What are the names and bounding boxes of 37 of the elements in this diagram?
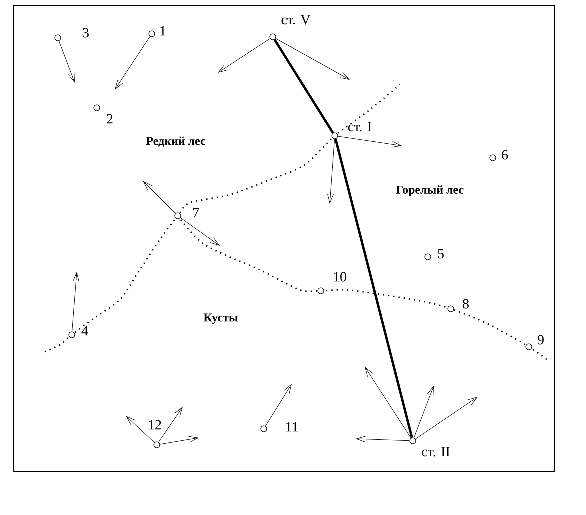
area-label: Кусты <box>204 314 238 324</box>
direction-arrow <box>414 386 434 438</box>
route-line <box>274 39 334 134</box>
point-label: ст. V <box>282 15 311 25</box>
direction-arrow <box>126 416 155 443</box>
route-line <box>334 138 414 438</box>
direction-arrow <box>58 40 75 82</box>
direction-arrow <box>180 218 220 246</box>
direction-arrow <box>338 136 402 148</box>
point-label: 2 <box>107 114 113 124</box>
point-label: 8 <box>463 299 469 309</box>
area-label: Горелый лес <box>396 186 464 196</box>
point-label: 10 <box>334 272 346 282</box>
point-label: ст. I <box>348 122 372 132</box>
direction-arrow <box>356 436 410 443</box>
direction-arrow <box>218 38 270 73</box>
direction-arrow <box>327 139 335 204</box>
point-label: ст. II <box>422 447 450 457</box>
direction-arrow <box>158 407 183 443</box>
point-label: 3 <box>83 28 89 38</box>
point-label: 6 <box>502 150 508 160</box>
direction-arrow <box>72 272 80 332</box>
direction-arrow <box>276 38 350 80</box>
point-label: 9 <box>538 335 544 345</box>
point-label: 5 <box>438 249 444 259</box>
point-label: 12 <box>149 420 162 430</box>
point-label: 4 <box>82 326 88 336</box>
direction-arrow <box>115 36 150 90</box>
direction-arrow <box>160 436 198 445</box>
direction-arrow <box>365 367 412 438</box>
direction-arrow <box>143 181 176 214</box>
point-label: 7 <box>193 208 200 218</box>
direction-arrow <box>415 397 478 440</box>
point-label: 11 <box>286 422 298 432</box>
direction-arrow <box>266 384 292 426</box>
point-label: 1 <box>160 26 166 36</box>
area-label: Редкий лес <box>146 136 206 148</box>
